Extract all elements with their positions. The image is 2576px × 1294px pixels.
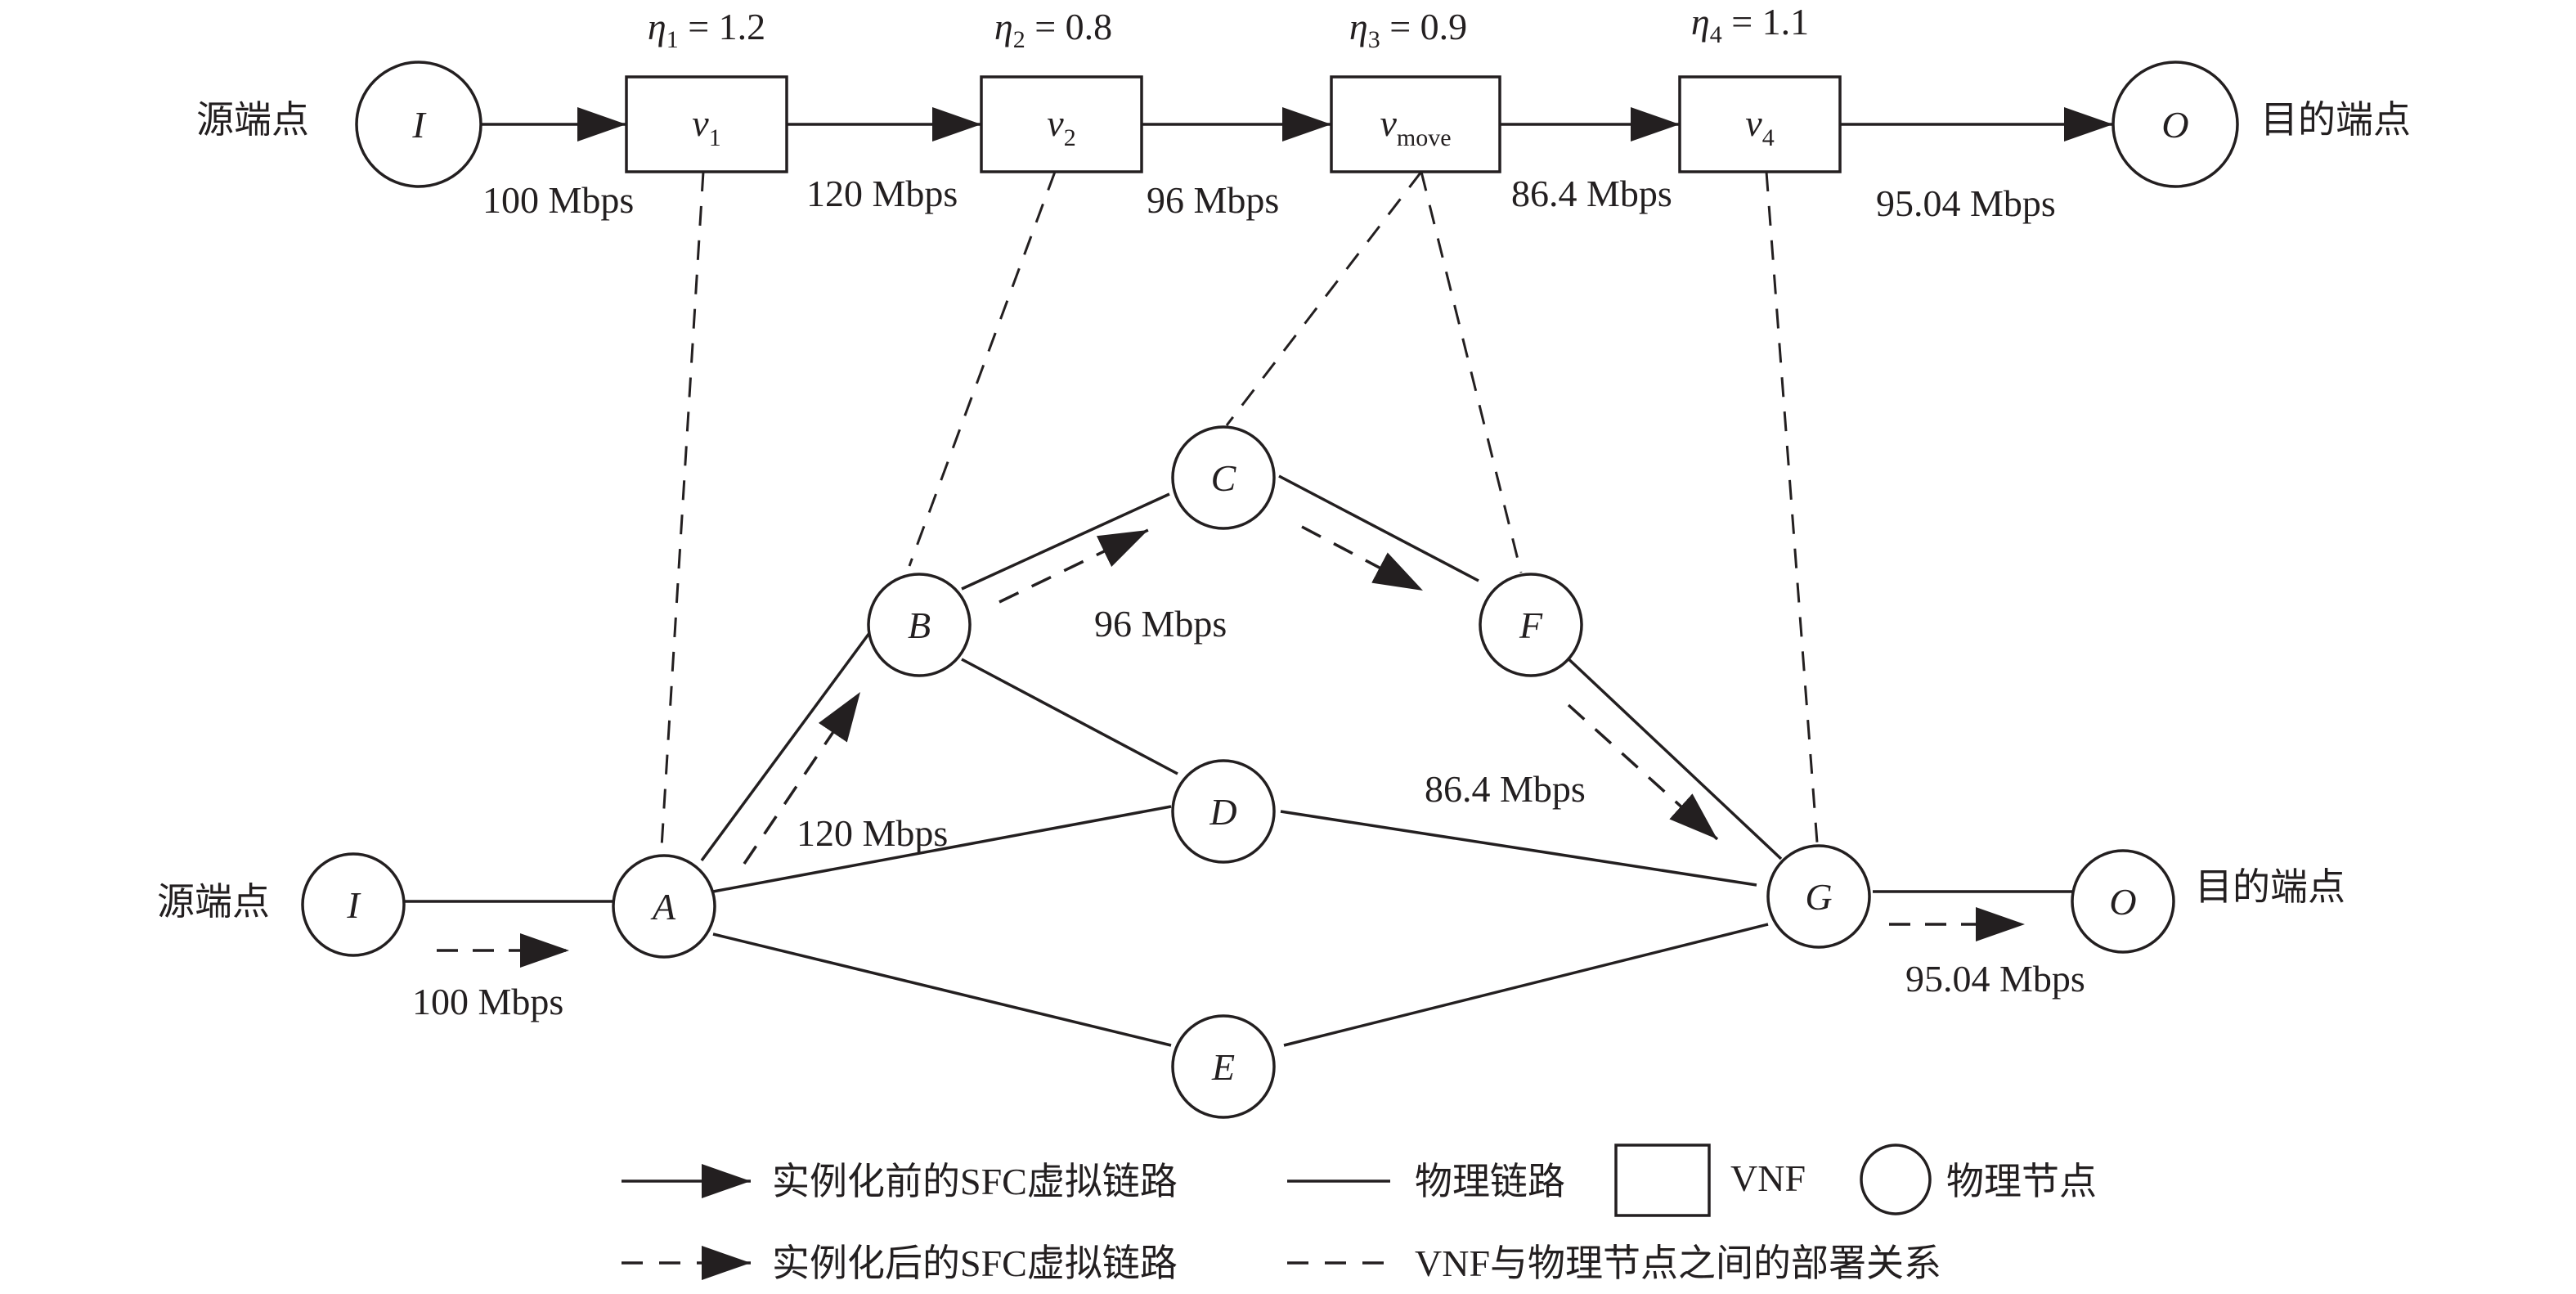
phys-bw-3: 96 Mbps: [1094, 603, 1227, 645]
phys-link-D-G: [1280, 810, 1757, 887]
inst-link-B-C: [999, 528, 1149, 604]
phys-link-B-C: [961, 492, 1170, 591]
phys-node-D-label: D: [1209, 791, 1236, 833]
phys-link-E-G: [1283, 923, 1769, 1047]
vnf-box-vmove: [1330, 75, 1501, 173]
phys-node-G: [1766, 844, 1871, 949]
legend-circle-label: 物理节点: [1946, 1161, 2097, 1202]
phys-node-A: [612, 854, 716, 959]
phys-link-A-E: [712, 932, 1172, 1047]
phys-bw-4: 86.4 Mbps: [1425, 768, 1586, 810]
phys-node-I-label: I: [346, 884, 361, 926]
vnf-label-v2: v2: [1047, 102, 1075, 151]
vnf-label-v1: v1: [692, 102, 720, 151]
virtual-bw-5: 95.04 Mbps: [1876, 182, 2056, 224]
eta-v1: η1 = 1.2: [648, 6, 765, 53]
phys-node-D: [1171, 759, 1276, 864]
phys-link-C-F: [1278, 474, 1479, 582]
legend: 实例化前的SFC虚拟链路 实例化后的SFC虚拟链路 物理链路 VNF与物理节点之…: [622, 1143, 2097, 1284]
legend-solid-arrow-label: 实例化前的SFC虚拟链路: [772, 1161, 1178, 1202]
virtual-dest-node-label: O: [2161, 104, 2188, 146]
legend-box-icon: [1614, 1143, 1711, 1217]
vnf-label-vmove: vmove: [1380, 102, 1451, 151]
virtual-bw-4: 86.4 Mbps: [1511, 173, 1672, 214]
phys-link-A-B: [700, 628, 873, 862]
legend-dashed-arrow-label: 实例化后的SFC虚拟链路: [772, 1242, 1178, 1284]
phys-node-O-label: O: [2109, 881, 2136, 923]
phys-node-E-label: E: [1211, 1046, 1235, 1088]
eta-v4: η4 = 1.1: [1691, 1, 1809, 48]
phys-bw-5: 95.04 Mbps: [1905, 958, 2085, 1000]
physical-layer: 源端点 目的端点 I A B C D E F G O 100 Mbps 120 …: [157, 425, 2345, 1119]
eta-v2: η2 = 0.8: [994, 6, 1112, 53]
physical-links: [404, 474, 2072, 1047]
phys-bw-1: 100 Mbps: [412, 981, 563, 1022]
phys-node-F: [1479, 573, 1583, 677]
virtual-source-label: 源端点: [196, 99, 309, 141]
vnf-box-v4: [1678, 75, 1842, 173]
legend-box-label: VNF: [1730, 1157, 1806, 1199]
deploy-v4-G: [1765, 171, 1819, 843]
virtual-bw-3: 96 Mbps: [1147, 179, 1279, 221]
inst-link-C-F: [1301, 525, 1424, 592]
virtual-sfc-layer: 源端点 I v1 η1 = 1.2 v2 η2 = 0.8 vmove η3 =…: [196, 1, 2411, 224]
virtual-bw-1: 100 Mbps: [482, 179, 634, 221]
legend-dashed-line-label: VNF与物理节点之间的部署关系: [1415, 1242, 1941, 1284]
instantiated-path: [437, 525, 2025, 968]
deploy-vmove-F: [1420, 171, 1523, 573]
phys-node-O: [2071, 849, 2175, 954]
phys-node-G-label: G: [1805, 876, 1832, 918]
phys-node-F-label: F: [1519, 604, 1543, 646]
deploy-v2-B: [908, 171, 1057, 567]
phys-bw-2: 120 Mbps: [797, 812, 948, 854]
vnf-label-v4: v4: [1745, 102, 1774, 151]
phys-link-B-D: [961, 658, 1178, 775]
phys-node-C: [1171, 425, 1276, 530]
legend-circle-icon: [1860, 1143, 1932, 1215]
phys-node-A-label: A: [650, 886, 676, 928]
phys-node-C-label: C: [1211, 457, 1237, 499]
deploy-v1-A: [659, 171, 705, 861]
deploy-vmove-C: [1225, 171, 1423, 426]
phys-node-B: [867, 573, 972, 677]
eta-v3: η3 = 0.9: [1349, 6, 1467, 53]
inst-link-F-G: [1567, 703, 1719, 841]
virtual-source-node-label: I: [411, 104, 427, 146]
physical-source-label: 源端点: [157, 881, 270, 923]
virtual-bw-2: 120 Mbps: [806, 173, 958, 214]
phys-link-F-G: [1562, 653, 1783, 860]
phys-node-E: [1171, 1014, 1276, 1119]
phys-node-I: [301, 852, 406, 957]
phys-node-B-label: B: [908, 604, 931, 646]
virtual-dest-label: 目的端点: [2260, 99, 2411, 141]
legend-solid-line-label: 物理链路: [1415, 1161, 1565, 1202]
physical-dest-label: 目的端点: [2195, 866, 2345, 908]
phys-link-A-D: [712, 805, 1172, 893]
deployment-relations: [659, 171, 1819, 861]
